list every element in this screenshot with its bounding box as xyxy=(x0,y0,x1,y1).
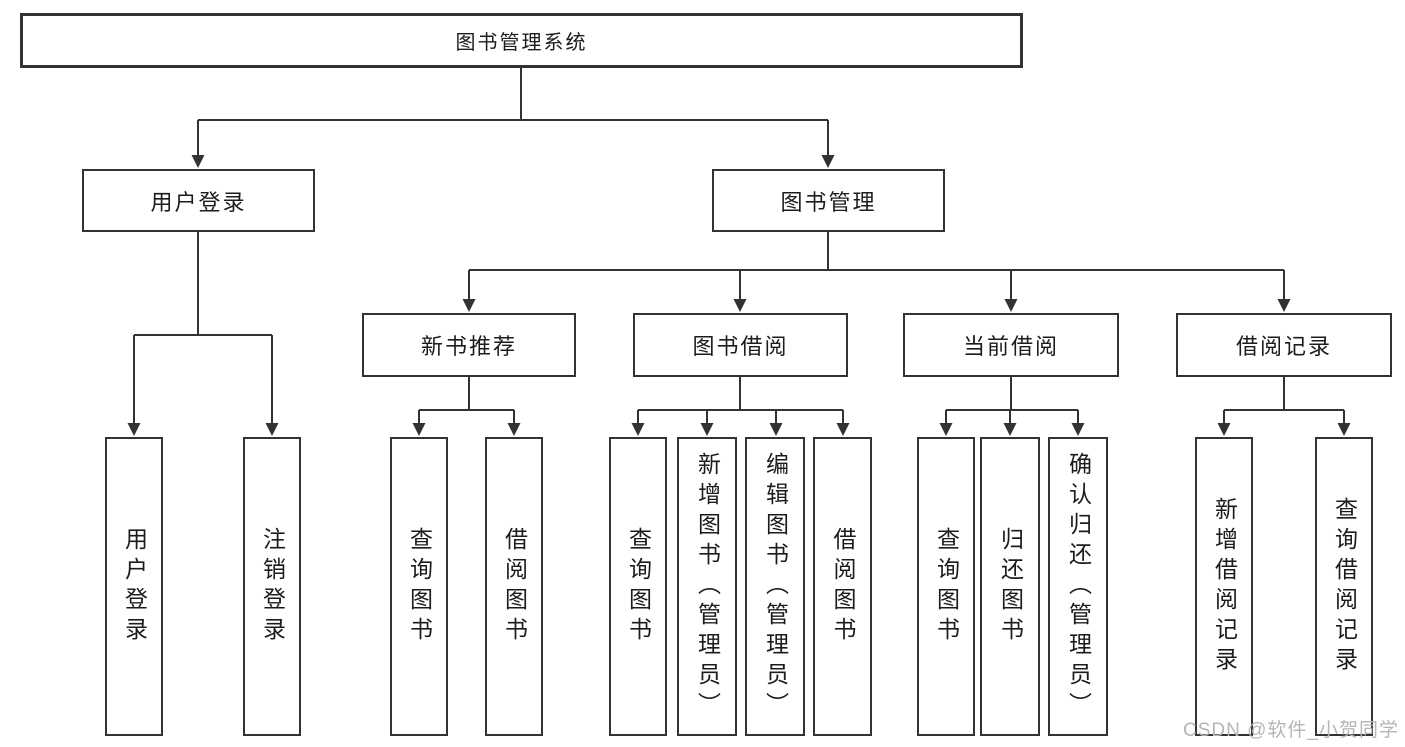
node-borrowing-records: 借阅记录 xyxy=(1176,313,1392,377)
leaf-query-books-recommend: 查询图书 xyxy=(390,437,448,736)
node-new-book-recommendation: 新书推荐 xyxy=(362,313,576,377)
node-user-login: 用户登录 xyxy=(82,169,315,232)
node-book-management: 图书管理 xyxy=(712,169,945,232)
leaf-query-borrow-record: 查询借阅记录 xyxy=(1315,437,1373,736)
leaf-edit-books-admin: 编辑图书（管理员） xyxy=(745,437,805,736)
leaf-add-borrow-record: 新增借阅记录 xyxy=(1195,437,1253,736)
leaf-confirm-return-admin: 确认归还（管理员） xyxy=(1048,437,1108,736)
leaf-add-books-admin: 新增图书（管理员） xyxy=(677,437,737,736)
leaf-borrow-books: 借阅图书 xyxy=(813,437,872,736)
leaf-query-books-borrowing: 查询图书 xyxy=(609,437,667,736)
leaf-return-books: 归还图书 xyxy=(980,437,1040,736)
leaf-query-books-current: 查询图书 xyxy=(917,437,975,736)
leaf-borrow-books-recommend: 借阅图书 xyxy=(485,437,543,736)
leaf-user-login: 用户登录 xyxy=(105,437,163,736)
node-book-borrowing: 图书借阅 xyxy=(633,313,848,377)
node-current-borrowing: 当前借阅 xyxy=(903,313,1119,377)
csdn-watermark: CSDN @软件_小贺同学 xyxy=(1183,720,1399,741)
leaf-logout: 注销登录 xyxy=(243,437,301,736)
node-library-management-system: 图书管理系统 xyxy=(20,13,1023,68)
